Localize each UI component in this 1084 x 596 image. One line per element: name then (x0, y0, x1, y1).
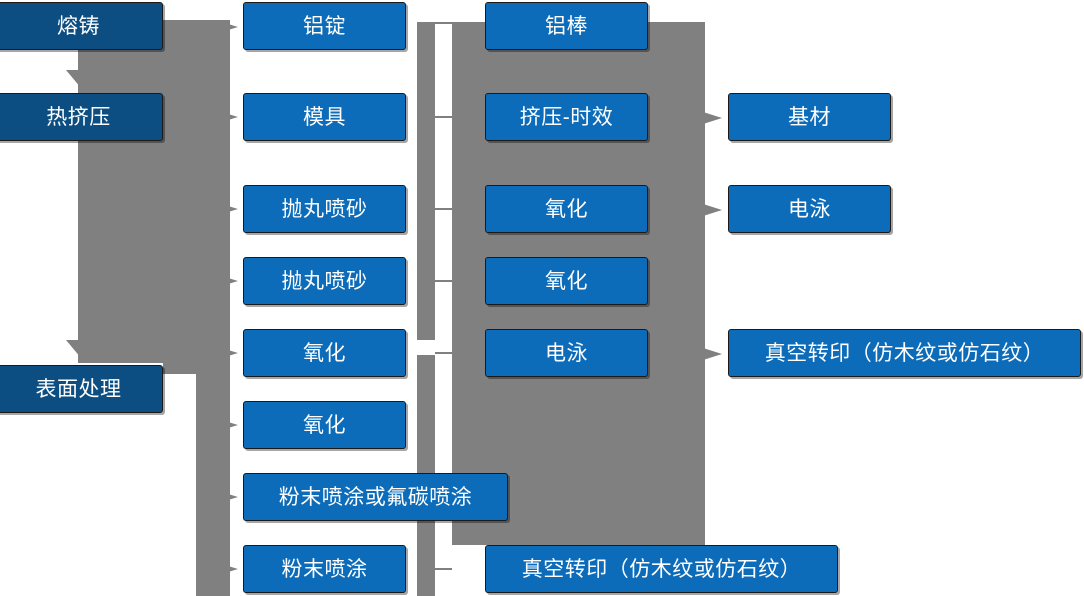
stage-label: 表面处理 (35, 377, 122, 401)
treatment-label: 真空转印（仿木纹或仿石纹） (521, 557, 802, 581)
process-label: 抛丸喷砂 (281, 197, 368, 221)
treatment-label: 氧化 (545, 197, 588, 221)
output-box-electrophoresis[interactable]: 电泳 (728, 185, 891, 233)
treatment-label: 电泳 (545, 341, 588, 365)
process-box-shot-blasting-1[interactable]: 抛丸喷砂 (243, 185, 406, 233)
output-box-base-material[interactable]: 基材 (728, 93, 891, 141)
process-label: 粉末喷涂或氟碳喷涂 (278, 485, 473, 509)
treatment-label: 挤压-时效 (519, 105, 614, 129)
process-box-oxidation-1[interactable]: 氧化 (243, 329, 406, 377)
process-box-shot-blasting-2[interactable]: 抛丸喷砂 (243, 257, 406, 305)
treatment-label: 铝棒 (545, 14, 588, 38)
process-label: 铝锭 (303, 14, 346, 38)
treatment-box-oxidation-1[interactable]: 氧化 (485, 185, 648, 233)
process-box-mold[interactable]: 模具 (243, 93, 406, 141)
process-label: 粉末喷涂 (281, 557, 368, 581)
treatment-box-electrophoresis[interactable]: 电泳 (485, 329, 648, 377)
stage-label: 热挤压 (46, 105, 111, 129)
process-label: 模具 (303, 105, 346, 129)
stage-label: 熔铸 (57, 14, 100, 38)
process-box-oxidation-2[interactable]: 氧化 (243, 401, 406, 449)
process-box-powder-spray[interactable]: 粉末喷涂 (243, 545, 406, 593)
connector-output-arrows (696, 111, 722, 361)
process-box-powder-or-fluorocarbon-spray[interactable]: 粉末喷涂或氟碳喷涂 (243, 473, 508, 521)
output-label: 电泳 (788, 197, 831, 221)
connector-left-arrows (215, 20, 238, 576)
process-label: 抛丸喷砂 (281, 269, 368, 293)
treatment-box-oxidation-2[interactable]: 氧化 (485, 257, 648, 305)
stage-box-hot-extrusion[interactable]: 热挤压 (0, 93, 163, 141)
process-box-aluminum-ingot[interactable]: 铝锭 (243, 2, 406, 50)
treatment-box-aluminum-rod[interactable]: 铝棒 (485, 2, 648, 50)
treatment-box-extrusion-aging[interactable]: 挤压-时效 (485, 93, 648, 141)
process-label: 氧化 (303, 341, 346, 365)
output-box-vacuum-transfer-print[interactable]: 真空转印（仿木纹或仿石纹） (728, 329, 1081, 377)
treatment-label: 氧化 (545, 269, 588, 293)
treatment-box-vacuum-transfer-print[interactable]: 真空转印（仿木纹或仿石纹） (485, 545, 838, 593)
connector-stage-down-arrow-2 (66, 340, 96, 358)
connector-stage-down-arrow (66, 70, 96, 88)
process-label: 氧化 (303, 413, 346, 437)
stage-box-surface-treatment[interactable]: 表面处理 (0, 365, 163, 413)
output-label: 基材 (788, 105, 831, 129)
stage-box-melt-cast[interactable]: 熔铸 (0, 2, 163, 50)
output-label: 真空转印（仿木纹或仿石纹） (764, 341, 1045, 365)
